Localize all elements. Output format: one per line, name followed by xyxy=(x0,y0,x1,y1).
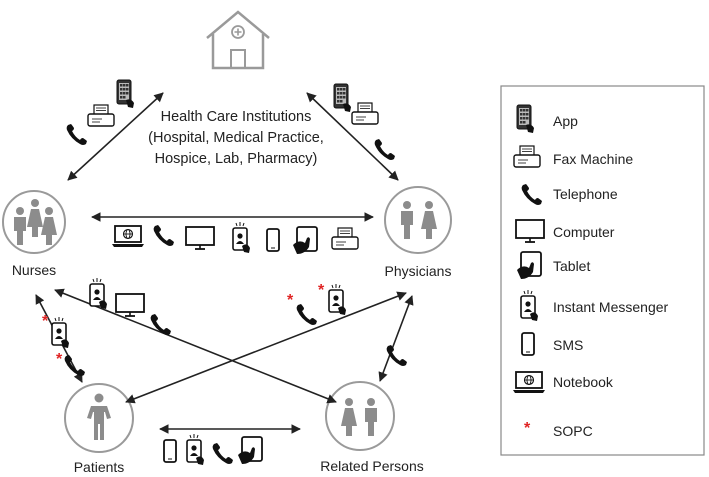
legend-item-sopc: * SOPC xyxy=(524,420,593,439)
arrow-physicians-related-persons xyxy=(378,295,414,382)
legend-item-fax-machine: Fax Machine xyxy=(513,145,633,168)
instant-messenger-icon xyxy=(51,316,70,349)
legend-label-computer: Computer xyxy=(553,224,615,240)
sms-icon xyxy=(163,439,177,463)
channel-nurses-physicians xyxy=(111,221,359,255)
legend-item-notebook: Notebook xyxy=(512,371,614,394)
physicians-label: Physicians xyxy=(385,263,452,279)
legend-label-telephone: Telephone xyxy=(553,186,618,202)
legend-item-app: App xyxy=(516,104,578,134)
related-persons-node xyxy=(325,381,395,451)
legend-item-computer: Computer xyxy=(515,219,615,243)
telephone-icon xyxy=(386,345,407,366)
legend-item-telephone: Telephone xyxy=(521,184,618,205)
legend-item-tablet: Tablet xyxy=(516,251,590,280)
computer-icon xyxy=(115,293,145,317)
nurses-node xyxy=(2,190,66,254)
institution-title: Health Care Institutions xyxy=(161,109,312,125)
app-icon xyxy=(116,79,135,109)
hospital-building-icon xyxy=(206,10,270,70)
legend: App Fax Machine Telephone Computer Table… xyxy=(500,85,705,456)
legend-label-sms: SMS xyxy=(553,337,583,353)
computer-icon xyxy=(185,226,215,250)
channel-nurses-patients: * * xyxy=(42,313,85,376)
tablet-icon xyxy=(237,436,263,465)
sopc-asterisk: * xyxy=(524,420,531,437)
legend-label-fax-machine: Fax Machine xyxy=(553,151,633,167)
nurses-label: Nurses xyxy=(12,262,56,278)
sopc-asterisk: * xyxy=(287,292,294,309)
telephone-icon xyxy=(153,225,174,246)
telephone-icon xyxy=(150,314,171,335)
telephone-icon xyxy=(374,139,395,160)
fax-machine-icon xyxy=(87,104,115,127)
arrow-institution-physicians xyxy=(306,92,399,181)
arrow-physicians-patients xyxy=(125,291,407,404)
connection-arrows xyxy=(35,92,414,434)
legend-label-instant-messenger: Instant Messenger xyxy=(553,299,669,315)
legend-label-tablet: Tablet xyxy=(553,258,590,274)
legend-label-sopc: SOPC xyxy=(553,423,593,439)
instant-messenger-icon xyxy=(328,283,347,316)
physicians-node xyxy=(384,186,452,254)
related-persons-label: Related Persons xyxy=(320,458,424,474)
channel-physicians-related-persons xyxy=(386,345,407,366)
app-icon xyxy=(333,83,352,113)
sms-icon xyxy=(521,332,535,356)
channel-physicians-patients: * * xyxy=(287,282,347,325)
legend-item-sms: SMS xyxy=(521,332,583,356)
channel-patients-related-persons xyxy=(163,433,263,466)
tablet-icon xyxy=(292,226,318,255)
channel-nurses-related-persons xyxy=(89,277,171,335)
legend-label-app: App xyxy=(553,113,578,129)
sms-icon xyxy=(266,228,280,252)
tablet-icon xyxy=(516,251,542,280)
arrow-institution-nurses xyxy=(67,92,164,181)
notebook-icon xyxy=(111,225,145,248)
patients-label: Patients xyxy=(74,459,125,475)
app-icon xyxy=(516,104,535,134)
legend-label-notebook: Notebook xyxy=(553,374,614,390)
computer-icon xyxy=(515,219,545,243)
fax-machine-icon xyxy=(351,102,379,125)
sopc-asterisk: * xyxy=(42,313,49,330)
sopc-asterisk: * xyxy=(56,351,63,368)
legend-item-instant-messenger: Instant Messenger xyxy=(520,289,669,322)
telephone-icon xyxy=(66,124,87,145)
telephone-icon xyxy=(64,355,85,376)
instant-messenger-icon xyxy=(186,433,205,466)
fax-machine-icon xyxy=(331,227,359,250)
channel-institution-nurses xyxy=(66,79,135,145)
instant-messenger-icon xyxy=(232,221,251,254)
institution-subtitle-line2: Hospice, Lab, Pharmacy) xyxy=(155,151,318,167)
telephone-icon xyxy=(212,443,233,464)
institution-subtitle-line1: (Hospital, Medical Practice, xyxy=(148,130,324,146)
patients-node xyxy=(64,383,134,453)
telephone-icon xyxy=(296,304,317,325)
instant-messenger-icon xyxy=(89,277,108,310)
sopc-asterisk: * xyxy=(318,282,325,299)
